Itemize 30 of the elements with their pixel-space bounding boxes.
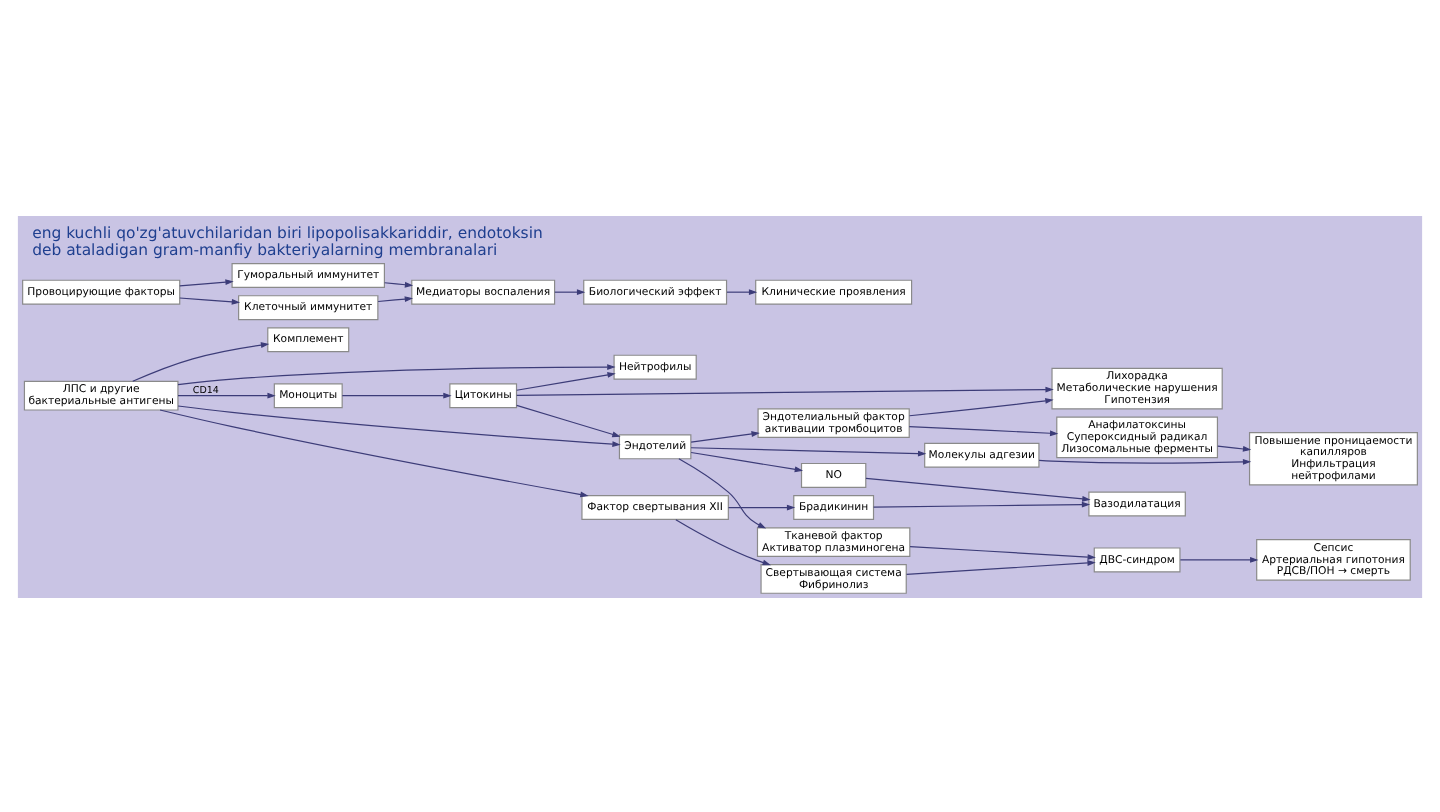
arrow xyxy=(690,450,804,472)
arrow xyxy=(516,371,616,390)
arrow xyxy=(690,430,760,442)
arrow xyxy=(678,457,767,528)
arrow xyxy=(177,391,276,398)
arrow xyxy=(179,278,234,286)
arrow xyxy=(384,280,414,287)
arrow xyxy=(727,503,796,510)
arrow xyxy=(516,403,621,437)
arrow xyxy=(177,363,616,385)
arrow xyxy=(908,396,1054,416)
arrow xyxy=(1179,556,1259,562)
arrow xyxy=(909,544,1096,559)
arrow xyxy=(726,288,758,295)
arrow xyxy=(159,408,589,497)
arrow xyxy=(341,391,452,398)
arrow xyxy=(132,341,270,381)
arrow xyxy=(675,518,771,565)
arrow xyxy=(1038,457,1252,464)
arrow xyxy=(865,476,1091,501)
arrow xyxy=(873,500,1091,507)
arrow xyxy=(179,296,241,304)
arrow xyxy=(554,288,586,295)
arrow xyxy=(377,295,414,302)
arrow xyxy=(516,385,1054,395)
arrow xyxy=(177,404,621,446)
arrow xyxy=(905,559,1096,575)
arrow xyxy=(690,446,927,456)
arrow xyxy=(908,425,1059,436)
arrow xyxy=(1217,444,1252,451)
